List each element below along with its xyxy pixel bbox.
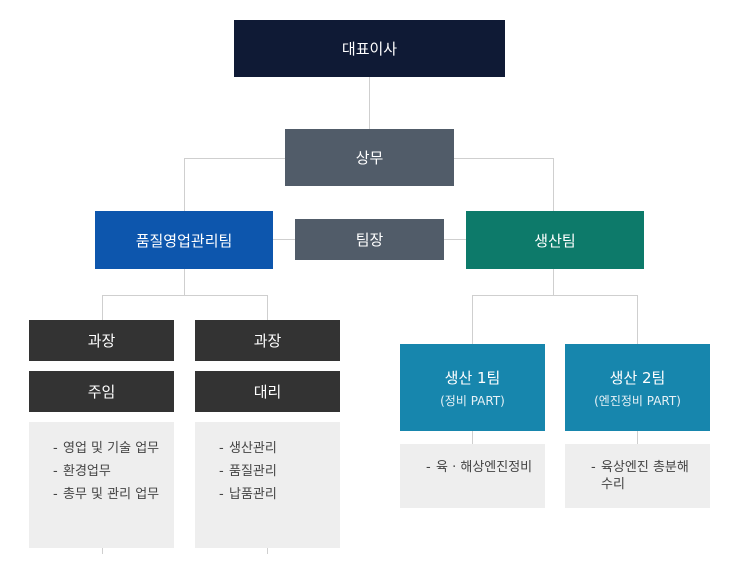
production-team2-sub: (엔진정비 PART) [594, 393, 681, 408]
connector-production-down [553, 269, 554, 295]
unit1-subrole-box: 주임 [29, 371, 174, 412]
connector-quality-horizontal [102, 295, 267, 296]
executive-box: 상무 [285, 129, 454, 186]
duty-item: 육상엔진 총분해수리 [591, 459, 700, 493]
unit1-duties-panel: 영업 및 기술 업무 환경업무 총무 및 관리 업무 [29, 422, 174, 548]
production-team-box: 생산팀 [466, 211, 644, 269]
unit2-role-box: 과장 [195, 320, 340, 361]
team2-duties-panel: 육상엔진 총분해수리 [565, 444, 710, 508]
team1-duties-panel: 육 · 해상엔진정비 [400, 444, 545, 508]
connector-unit1-tail [102, 548, 103, 554]
connector-executive-left [184, 158, 185, 211]
production-team2-box: 생산 2팀 (엔진정비 PART) [565, 344, 710, 431]
production-team1-name: 생산 1팀 [444, 368, 501, 387]
duty-item: 납품관리 [219, 486, 330, 503]
duty-item: 영업 및 기술 업무 [53, 440, 164, 457]
connector-quality-left [102, 295, 103, 320]
production-team1-box: 생산 1팀 (정비 PART) [400, 344, 545, 431]
team-lead-box: 팀장 [295, 219, 444, 260]
unit2-duties-panel: 생산관리 품질관리 납품관리 [195, 422, 340, 548]
connector-quality-right [267, 295, 268, 320]
connector-team1-duties [472, 431, 473, 444]
duty-item: 육 · 해상엔진정비 [426, 459, 539, 476]
unit2-subrole-box: 대리 [195, 371, 340, 412]
duty-item: 환경업무 [53, 463, 164, 480]
quality-team-box: 품질영업관리팀 [95, 211, 273, 269]
ceo-box: 대표이사 [234, 20, 505, 77]
connector-production-right [637, 295, 638, 344]
connector-production-left [472, 295, 473, 344]
connector-production-horizontal [472, 295, 638, 296]
duty-item: 품질관리 [219, 463, 330, 480]
production-team1-sub: (정비 PART) [440, 393, 505, 408]
duty-item: 총무 및 관리 업무 [53, 486, 164, 503]
connector-unit2-tail [267, 548, 268, 554]
production-team2-name: 생산 2팀 [609, 368, 666, 387]
connector-quality-down [184, 269, 185, 295]
connector-executive-right [553, 158, 554, 211]
unit1-role-box: 과장 [29, 320, 174, 361]
connector-ceo-executive [369, 77, 370, 129]
duty-item: 생산관리 [219, 440, 330, 457]
connector-team2-duties [637, 431, 638, 444]
